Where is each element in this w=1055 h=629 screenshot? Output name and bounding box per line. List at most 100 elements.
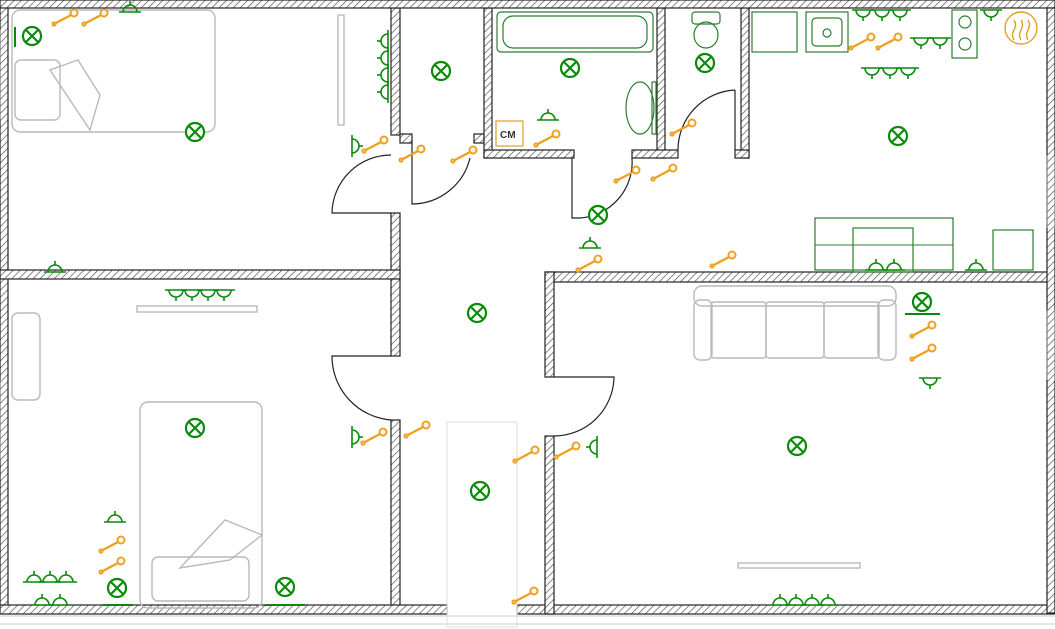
dining-bench — [852, 227, 914, 273]
washing-machine-label: CM — [500, 130, 516, 141]
bed-double — [11, 9, 216, 133]
wall-wc-bottom-left — [631, 149, 679, 159]
switch-icon — [360, 427, 388, 446]
entrance-door-frame — [446, 421, 518, 628]
dining-table — [814, 217, 954, 271]
switch-icon — [450, 145, 478, 164]
switch-icon — [533, 129, 561, 148]
socket-icon — [800, 593, 824, 606]
socket-icon — [376, 63, 389, 87]
washbasin-counter — [651, 81, 657, 135]
sofa-back — [693, 285, 897, 307]
kitchen-cabinet — [992, 229, 1034, 271]
wall-living-left-upper — [544, 271, 555, 378]
socket-icon — [979, 9, 1003, 22]
lamp-icon — [694, 52, 716, 74]
lamp-icon — [184, 121, 206, 143]
switch-icon — [511, 586, 539, 605]
wall-bottom-right — [516, 604, 1055, 615]
switch-icon — [875, 32, 903, 51]
sink-drain — [822, 28, 832, 38]
lamp-icon — [274, 576, 296, 598]
socket-icon — [864, 258, 888, 271]
socket-icon — [870, 9, 894, 22]
furniture — [11, 9, 1034, 609]
wall-stub-a — [399, 133, 413, 144]
sockets — [22, 0, 1003, 606]
socket-icon — [351, 134, 364, 158]
switch-icon — [613, 165, 641, 184]
lamp-icon — [184, 417, 206, 439]
wardrobe-1 — [337, 14, 345, 126]
socket-icon — [38, 570, 62, 583]
wall-stub-b — [473, 133, 485, 144]
socket-icon — [212, 289, 236, 302]
socket-icon — [376, 46, 389, 70]
switch-icon — [98, 556, 126, 575]
toilet-tank — [691, 11, 721, 25]
lamp-icon — [469, 480, 491, 502]
socket-icon — [585, 435, 598, 459]
socket-icon — [103, 510, 127, 523]
wall-bottom-left — [0, 604, 448, 615]
tv-stand-2 — [136, 305, 258, 313]
socket-icon — [30, 593, 54, 606]
door-living — [553, 376, 615, 437]
wall-kitchen-living-divider — [544, 271, 1055, 283]
socket-icon — [882, 258, 906, 271]
bed-single — [139, 401, 263, 609]
lamp-icon — [466, 302, 488, 324]
switch-icon — [909, 320, 937, 339]
sofa-cushion-2 — [765, 301, 825, 359]
socket-icon — [878, 67, 902, 80]
switch-icon — [51, 8, 79, 27]
wall-right — [1046, 7, 1055, 614]
lamp-icon — [887, 125, 909, 147]
socket-icon — [896, 67, 920, 80]
socket-icon — [768, 593, 792, 606]
doors — [331, 89, 736, 628]
door-bedroom2 — [331, 355, 392, 421]
socket-icon — [578, 236, 602, 249]
socket-icon — [909, 37, 933, 50]
kitchen-sink — [811, 17, 843, 47]
switch-icon — [650, 163, 678, 182]
switch-icon — [669, 118, 697, 137]
wall-left — [0, 1, 9, 608]
switch-icon — [553, 441, 581, 460]
fridge — [751, 11, 798, 53]
lamp-bases — [14, 27, 940, 606]
socket-icon — [928, 37, 952, 50]
stove-burner-1 — [958, 15, 972, 29]
lamp-icon — [559, 57, 581, 79]
wall-bedrooms-divider — [0, 269, 401, 280]
switch-icon — [403, 420, 431, 439]
switch-icon — [98, 535, 126, 554]
wall-wc-bottom-right — [734, 149, 750, 159]
wall-wc-right — [740, 7, 750, 159]
switch-icon — [81, 8, 109, 27]
door-corridor — [411, 143, 471, 205]
socket-icon — [918, 377, 942, 390]
walls — [0, 0, 1055, 615]
switch-icon — [361, 135, 389, 154]
socket-icon — [816, 593, 840, 606]
lamp-icon — [786, 435, 808, 457]
bathtub-inner — [502, 15, 648, 49]
lamp-icon — [106, 577, 128, 599]
wall-bath-right — [656, 7, 666, 159]
stove — [951, 9, 978, 59]
socket-icon — [196, 289, 220, 302]
wall-bath-bottom — [483, 149, 575, 159]
sofa-arm-left — [693, 299, 713, 361]
wall-bedroom1-right-lower — [390, 212, 401, 276]
toilet-bowl — [693, 21, 719, 49]
washbasin — [625, 81, 655, 135]
door-bathroom — [571, 157, 633, 219]
wall-bedroom1-right-upper — [390, 7, 401, 136]
windows — [0, 30, 1055, 625]
sofa-cushion-3 — [823, 301, 880, 359]
door-wc — [677, 89, 736, 151]
wall-bedroom2-right-upper — [390, 278, 401, 357]
